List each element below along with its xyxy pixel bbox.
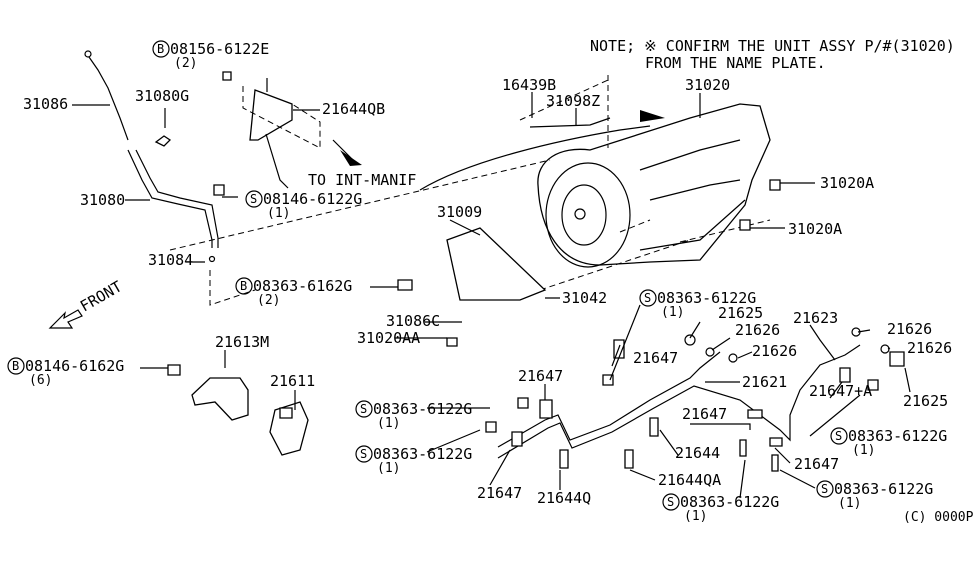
note-line-1: NOTE; ※ CONFIRM THE UNIT ASSY P/#(31020) (590, 37, 955, 55)
diagram-code: (C) 0000P (903, 510, 974, 525)
quantity-label: (6) (29, 373, 52, 388)
part-number-label: 31020 (685, 76, 730, 94)
part-number-label: 31084 (148, 251, 193, 269)
fastener-type-letter: S (835, 429, 842, 443)
part-number-label: 31086C (386, 312, 440, 330)
fastener-type-letter: B (240, 279, 247, 293)
front-arrow-icon (48, 309, 83, 329)
fastener-type-circle-icon (245, 190, 263, 208)
part-number-label: 21621 (742, 373, 787, 391)
part-number-label: 08146-6122G (263, 190, 362, 208)
part-number-label: 21626 (752, 342, 797, 360)
note-line-2: FROM THE NAME PLATE. (645, 54, 826, 72)
fastener-type-letter: S (667, 495, 674, 509)
fastener-type-letter: S (360, 402, 367, 416)
part-number-label: 21644QA (658, 471, 721, 489)
leader-lines (72, 92, 911, 499)
fastener-type-letter: B (12, 359, 19, 373)
fastener-type-circle-icon (662, 493, 680, 511)
reservoir-bracket (167, 364, 309, 456)
quantity-label: (1) (267, 206, 290, 221)
to-int-manif-label: TO INT-MANIF (308, 171, 416, 189)
part-number-label: 21647 (518, 367, 563, 385)
fastener-type-circle-icon (235, 277, 253, 295)
fastener-type-letter: B (157, 42, 164, 56)
part-number-label: 21626 (887, 320, 932, 338)
part-number-label: 21647+A (809, 382, 872, 400)
part-number-label: 31098Z (546, 92, 600, 110)
part-number-label: 31080G (135, 87, 189, 105)
part-number-label: 21613M (215, 333, 269, 351)
quantity-label: (1) (684, 509, 707, 524)
part-number-label: 08363-6122G (657, 289, 756, 307)
part-number-label: 31009 (437, 203, 482, 221)
part-number-label: 21647 (633, 349, 678, 367)
cover-31042 (446, 227, 547, 301)
quantity-label: (1) (377, 461, 400, 476)
part-number-label: 31020A (820, 174, 874, 192)
front-label: FRONT (77, 277, 125, 315)
part-number-label: 08363-6122G (834, 480, 933, 498)
part-number-label: 31020A (788, 220, 842, 238)
part-number-label: 31086 (23, 95, 68, 113)
part-number-label: 21611 (270, 372, 315, 390)
part-number-label: 08363-6162G (253, 277, 352, 295)
part-number-label: 08363-6122G (848, 427, 947, 445)
part-number-label: 31080 (80, 191, 125, 209)
part-number-label: 21625 (903, 392, 948, 410)
part-number-label: 21644QB (322, 100, 385, 118)
part-number-label: 21625 (718, 304, 763, 322)
part-number-label: 21647 (477, 484, 522, 502)
quantity-label: (1) (838, 496, 861, 511)
part-number-label: 31020AA (357, 329, 420, 347)
quantity-label: (1) (661, 305, 684, 320)
fastener-type-circle-icon (639, 289, 657, 307)
bracket-21644QB (222, 71, 362, 189)
part-number-label: 08146-6162G (25, 357, 124, 375)
fastener-type-letter: S (644, 291, 651, 305)
fastener-type-letter: S (360, 447, 367, 461)
part-number-label: 16439B (502, 76, 556, 94)
part-number-label: 08363-6122G (680, 493, 779, 511)
fastener-type-letter: S (821, 482, 828, 496)
dipstick-assembly (84, 50, 225, 263)
part-number-label: 21647 (682, 405, 727, 423)
part-number-label: 21644 (675, 444, 720, 462)
part-number-label: 21626 (735, 321, 780, 339)
fastener-type-circle-icon (355, 400, 373, 418)
fastener-type-letter: S (250, 192, 257, 206)
part-number-label: 08363-6122G (373, 445, 472, 463)
fastener-type-circle-icon (830, 427, 848, 445)
part-number-label: 31042 (562, 289, 607, 307)
fastener-type-circle-icon (355, 445, 373, 463)
transmission-31020 (419, 103, 771, 268)
fastener-type-circle-icon (816, 480, 834, 498)
part-number-label: 08156-6122E (170, 40, 269, 58)
part-number-label: 21623 (793, 309, 838, 327)
part-number-label: 21644Q (537, 489, 591, 507)
part-number-label: 21626 (907, 339, 952, 357)
part-number-label: 21647 (794, 455, 839, 473)
fastener-type-circle-icon (152, 40, 170, 58)
quantity-label: (1) (377, 416, 400, 431)
quantity-label: (2) (174, 56, 197, 71)
part-number-label: 08363-6122G (373, 400, 472, 418)
quantity-label: (1) (852, 443, 875, 458)
pipe-assembly (485, 327, 905, 472)
quantity-label: (2) (257, 293, 280, 308)
fastener-type-circle-icon (7, 357, 25, 375)
